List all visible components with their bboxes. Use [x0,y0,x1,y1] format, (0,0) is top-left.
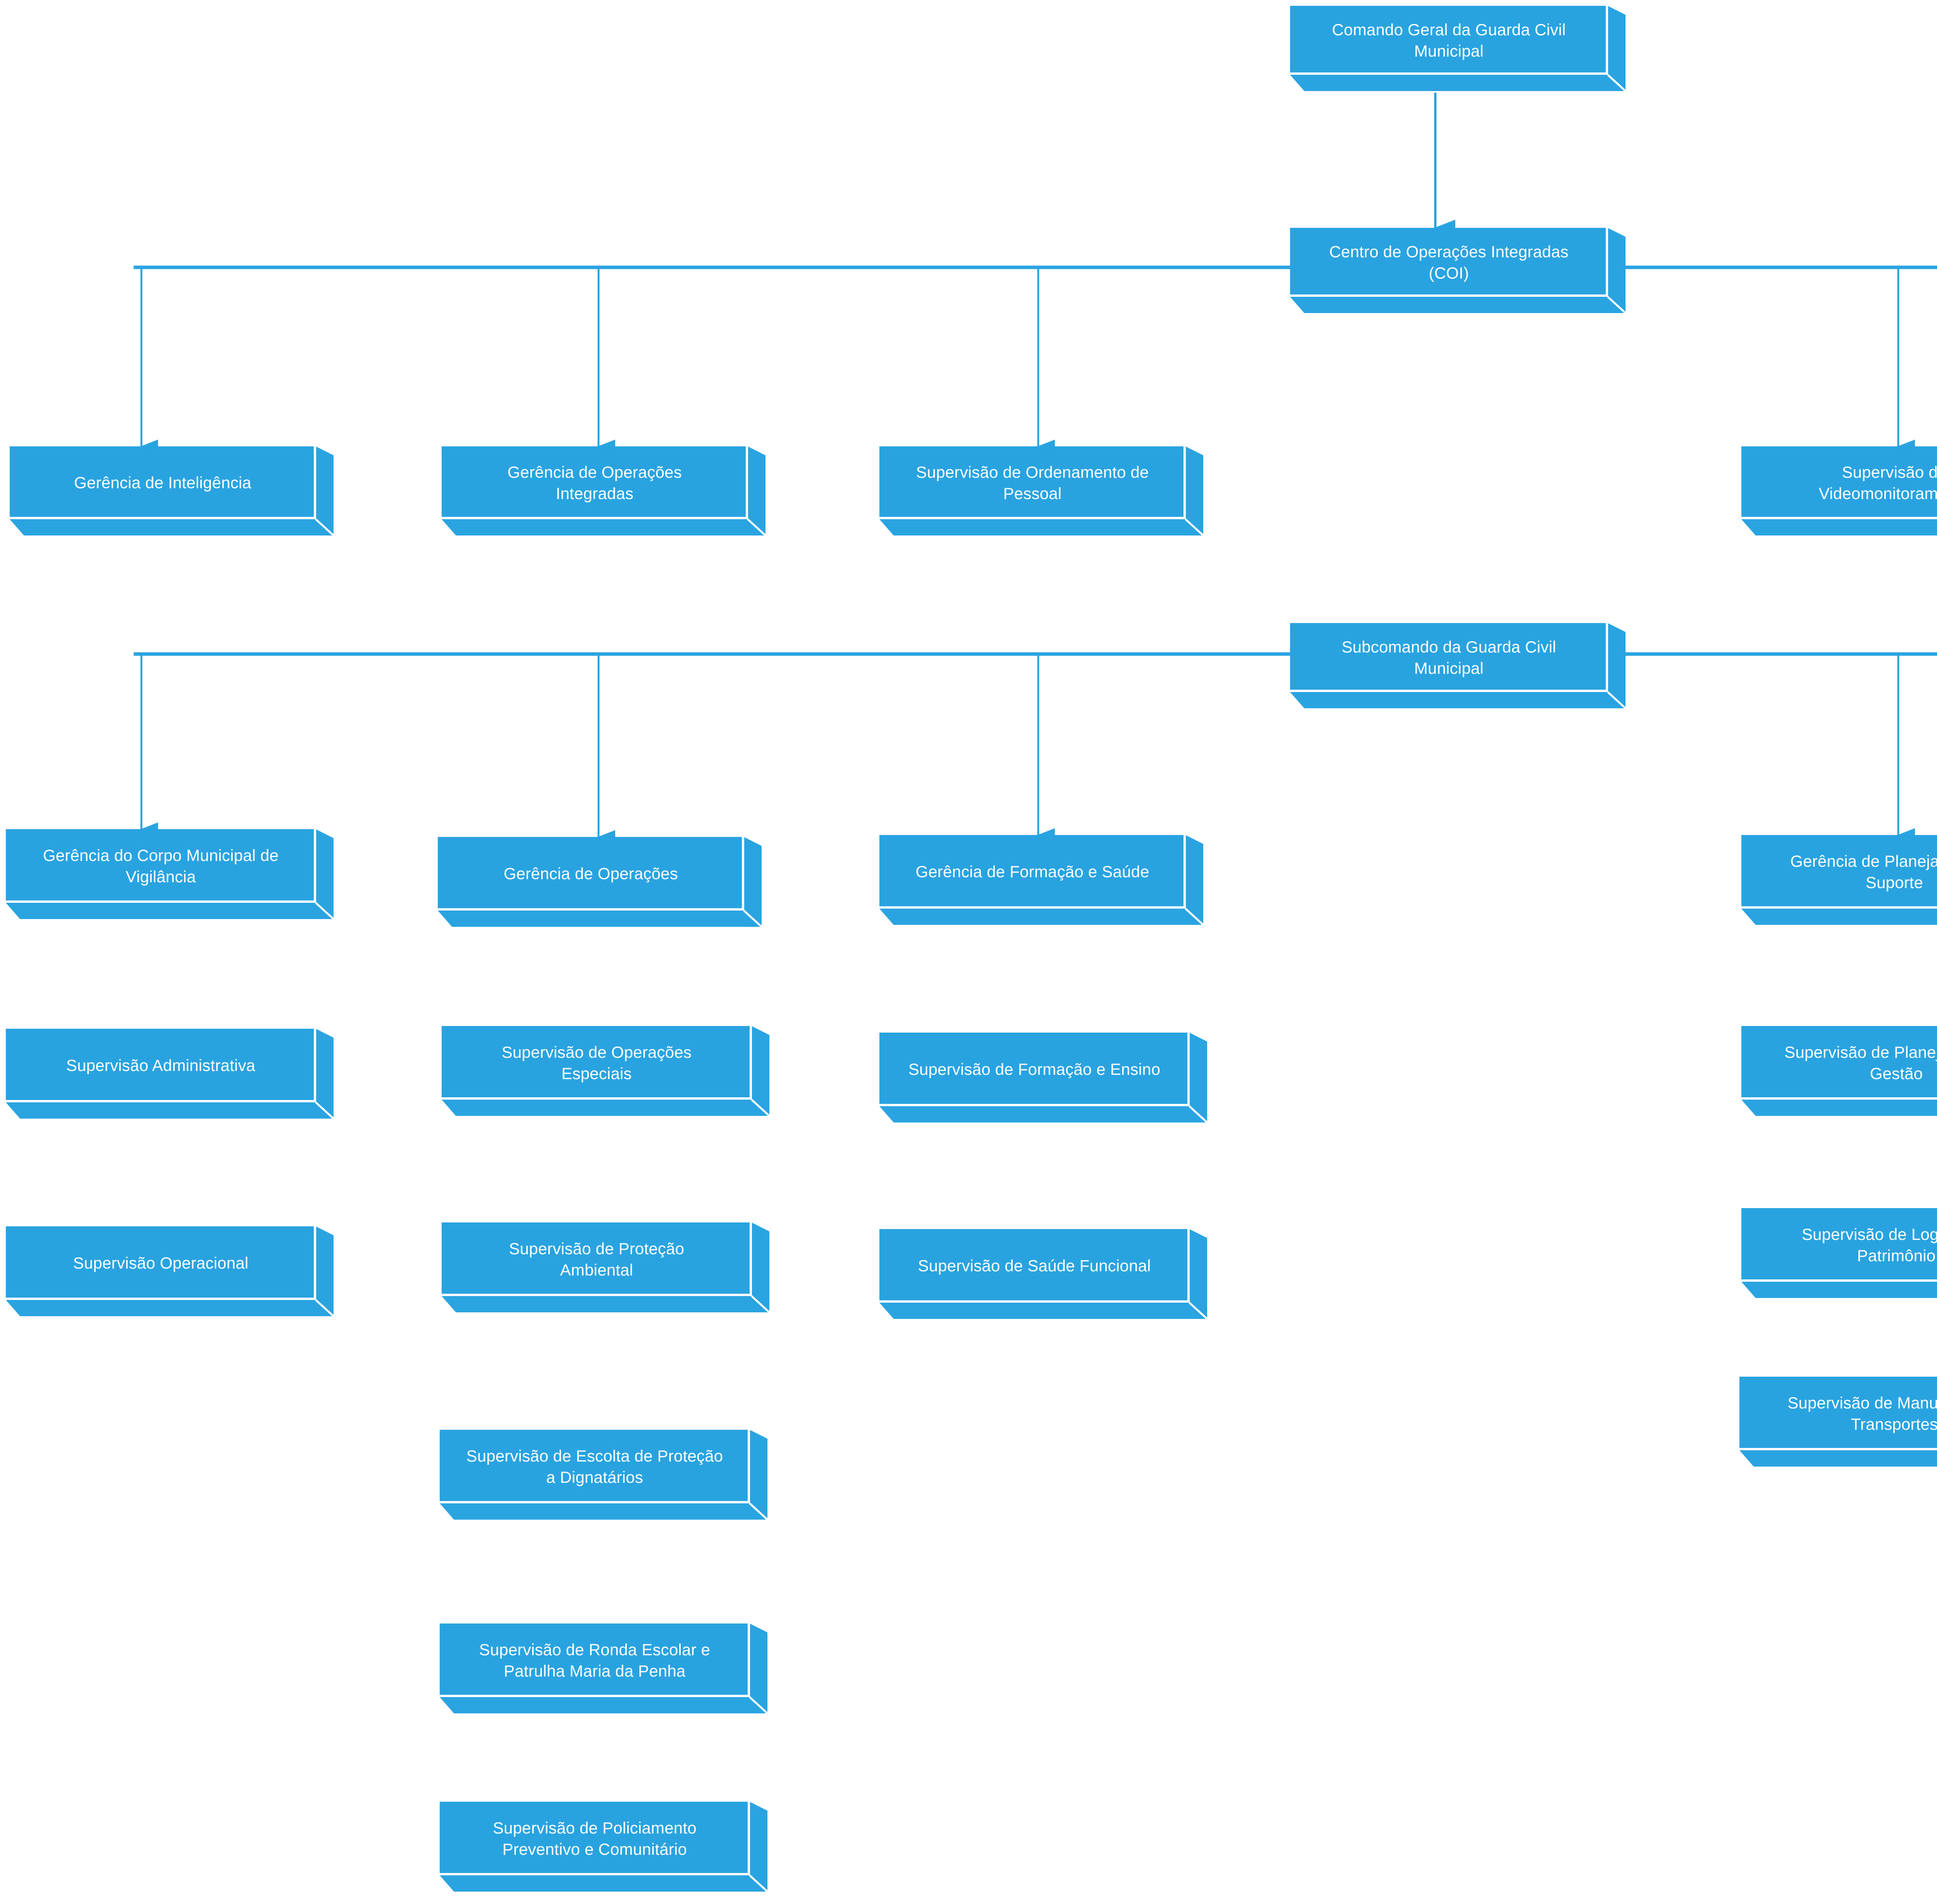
org-node-shell[interactable] [1739,1377,1937,1467]
org-node-shell[interactable] [6,1226,334,1317]
org-node-shell[interactable] [1741,446,1937,535]
org-node-ger-vigil[interactable]: Gerência do Corpo Municipal de Vigilânci… [43,846,279,886]
org-node-ger-formsau[interactable]: Gerência de Formação e Saúde [915,862,1149,881]
org-node-ger-intel[interactable]: Gerência de Inteligência [74,473,251,492]
org-node-ger-plansup[interactable]: Gerência de Planejamento e Suporte [1790,852,1937,892]
org-node-shell[interactable] [6,829,334,920]
org-node-shell[interactable] [1290,228,1626,314]
org-node-shell[interactable] [442,1026,770,1117]
org-node-subcomando[interactable]: Subcomando da Guarda Civil Municipal [1342,637,1556,677]
org-node-sup-escolta[interactable]: Supervisão de Escolta de Proteção a Dign… [466,1446,723,1486]
org-node-shell[interactable] [10,446,334,536]
org-node-coi[interactable]: Centro de Operações Integradas (COI) [1329,242,1569,282]
org-node-sup-manut[interactable]: Supervisão de Manutenção e Transportes [1787,1393,1937,1433]
org-node-shell[interactable] [879,1229,1208,1320]
org-node-shell[interactable] [1290,6,1626,92]
org-node-shell[interactable] [1290,623,1626,709]
shells-group [6,6,1937,1892]
org-node-sup-formens[interactable]: Supervisão de Formação e Ensino [908,1060,1161,1079]
org-node-shell[interactable] [442,446,766,536]
org-node-ger-opint[interactable]: Gerência de Operações Integradas [507,463,682,503]
org-node-comando[interactable]: Comando Geral da Guarda Civil Municipal [1332,20,1566,60]
org-node-sup-saudefun[interactable]: Supervisão de Saúde Funcional [918,1257,1151,1275]
org-node-shell[interactable] [1741,1026,1937,1116]
org-node-shell[interactable] [1741,835,1937,925]
org-node-shell[interactable] [879,446,1204,536]
org-node-sup-ordpes[interactable]: Supervisão de Ordenamento de Pessoal [916,463,1149,503]
org-node-shell[interactable] [1741,1208,1937,1298]
org-node-shell[interactable] [438,837,762,928]
org-node-sup-protamb[interactable]: Supervisão de Proteção Ambiental [509,1239,685,1279]
org-node-sup-plangest[interactable]: Supervisão de Planejamento e Gestão [1784,1043,1937,1083]
org-node-sup-opesp[interactable]: Supervisão de Operações Especiais [501,1043,692,1083]
org-node-sup-operac[interactable]: Supervisão Operacional [73,1254,249,1272]
org-node-sup-adm[interactable]: Supervisão Administrativa [66,1056,256,1075]
org-node-shell[interactable] [442,1222,770,1313]
org-node-shell[interactable] [879,1033,1208,1123]
org-node-sup-ronda[interactable]: Supervisão de Ronda Escolar e Patrulha M… [479,1640,710,1680]
org-node-shell[interactable] [879,835,1204,926]
org-node-shell[interactable] [6,1029,334,1119]
org-node-shell[interactable] [440,1623,768,1714]
org-node-shell[interactable] [440,1802,768,1892]
org-node-sup-logpat[interactable]: Supervisão de Logística e Patrimônio [1801,1225,1937,1265]
org-node-sup-video[interactable]: Supervisão de Videomonitoramento [1818,463,1937,503]
org-node-sup-policprev[interactable]: Supervisão de Policiamento Preventivo e … [493,1818,697,1858]
org-node-ger-oper[interactable]: Gerência de Operações [503,864,678,883]
org-node-shell[interactable] [440,1430,768,1520]
